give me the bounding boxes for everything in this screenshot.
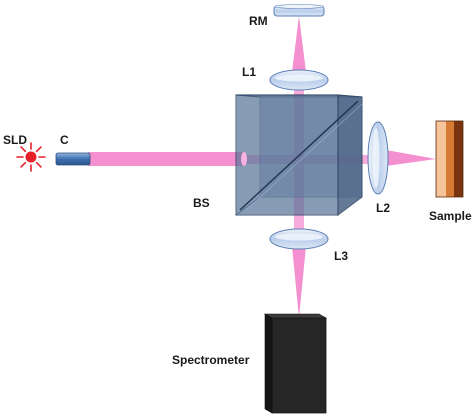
beam-reference-focus (292, 16, 306, 72)
sample (435, 120, 464, 198)
label-spectrometer: Spectrometer (172, 353, 250, 367)
beam-input (88, 152, 244, 166)
label-reference-mirror: RM (249, 14, 268, 28)
beam-to-sample (386, 150, 436, 166)
label-lens-l2: L2 (376, 201, 390, 215)
collimator (55, 152, 91, 166)
reference-mirror (273, 4, 325, 17)
label-collimator: C (60, 133, 69, 147)
label-lens-l1: L1 (242, 65, 256, 79)
beam-entry-spot (241, 152, 247, 166)
label-beam-splitter: BS (193, 196, 210, 210)
sld-emitter-icon (25, 151, 37, 163)
spectrometer (263, 313, 328, 414)
lens-l2 (367, 121, 389, 195)
lens-l1 (269, 69, 329, 91)
label-lens-l3: L3 (334, 249, 348, 263)
label-sample: Sample (429, 209, 472, 223)
label-sld: SLD (3, 133, 27, 147)
beam-splitter-cube (235, 94, 363, 216)
beam-detection-focus (292, 246, 306, 318)
lens-l3 (269, 228, 329, 250)
beam-splitter-interface (239, 100, 359, 211)
sld-source (16, 142, 46, 172)
